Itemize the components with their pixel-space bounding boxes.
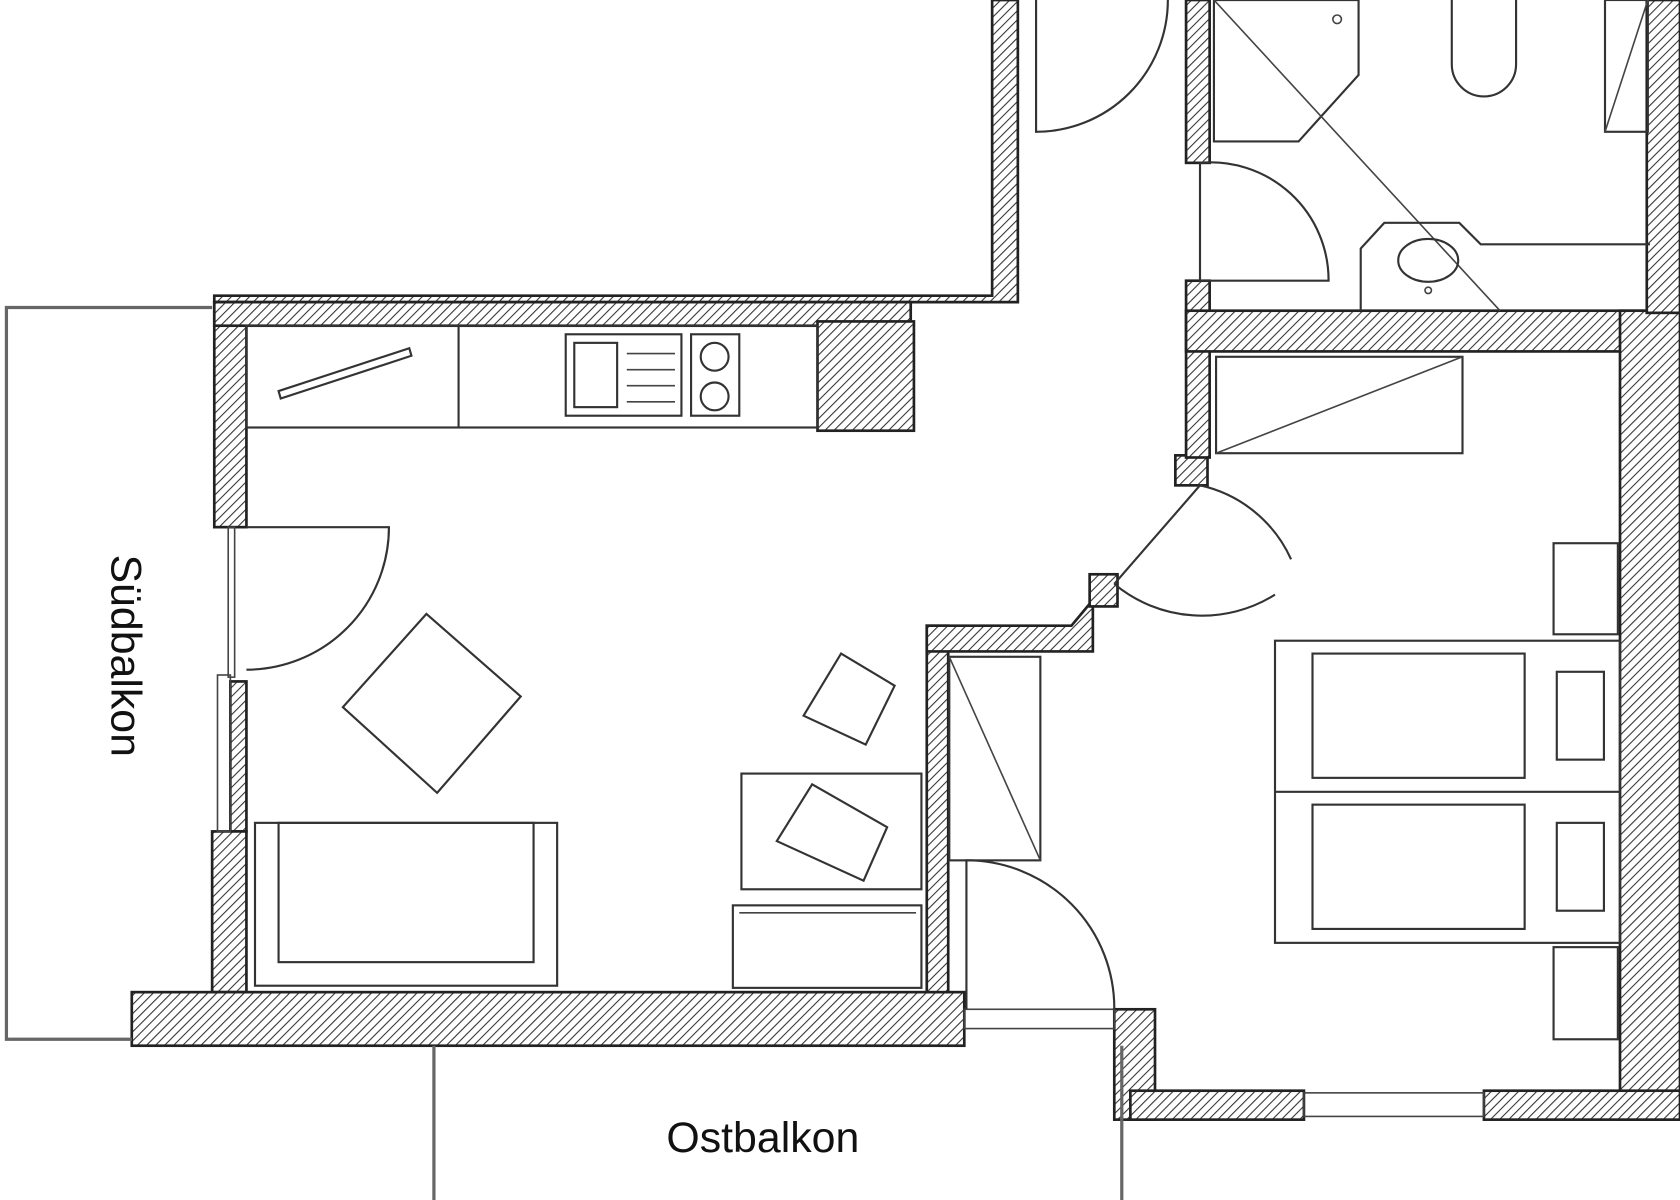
windows bbox=[216, 526, 1485, 1118]
living-room bbox=[246, 526, 923, 989]
sink bbox=[564, 333, 683, 417]
east-balcony: Ostbalkon bbox=[432, 1045, 1124, 1200]
bedroom bbox=[1215, 355, 1622, 1041]
south-balcony: Südbalkon bbox=[4, 305, 213, 1041]
east-balcony-label: Ostbalkon bbox=[666, 1114, 859, 1162]
bathroom bbox=[1198, 0, 1650, 312]
south-balcony-label: Südbalkon bbox=[101, 554, 149, 756]
stove bbox=[690, 333, 741, 417]
wardrobe bbox=[1215, 355, 1464, 455]
hallway bbox=[948, 0, 1293, 1010]
nightstand bbox=[1552, 542, 1619, 636]
kitchen bbox=[245, 324, 819, 429]
walls bbox=[130, 0, 1680, 1121]
nightstand bbox=[1552, 946, 1619, 1041]
